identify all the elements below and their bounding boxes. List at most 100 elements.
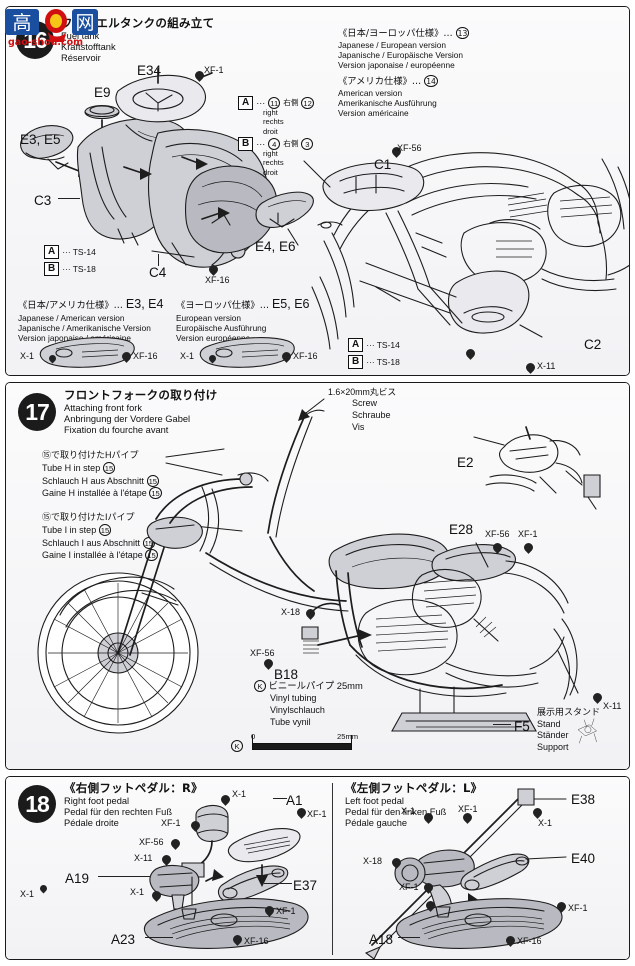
part-label-a19: A19 [65,871,90,886]
vnote-jp-eu-de: Japanische / Europäische Version [338,49,463,60]
paint-key-b-value: TS-18 [72,264,96,274]
watermark-url: gao-shou.com [8,37,83,48]
vnote-jp-eu-fr: Version japonaise / européenne [338,60,455,71]
vnote-jp-eu-en: Japanese / European version [338,39,446,50]
paint-key-b-left: B ··· TS-18 [44,262,96,276]
key-a-fr: droit [263,126,278,136]
vnote-jp-eu-dots: … [443,28,453,39]
step-16-header: フューエルタンクの組み立て Fuel tank Kraftstofftank R… [61,16,214,63]
step-17-header: フロントフォークの取り付け Attaching front fork Anbri… [64,388,218,435]
paint-label-x11-s17: X-11 [603,701,622,711]
vinyl-note-en: Vinyl tubing [270,692,317,703]
stand-note: 展示用スタンド Stand Ständer Support [537,707,600,754]
tube-note-h-de-circ: 15 [146,474,160,487]
paint-label-x11-a: X-11 [537,361,556,371]
paint-label-xf56-s17: XF-56 [485,529,510,539]
tube-note-h-de: Schlauch H aus Abschnitt [42,475,145,486]
paint-label-xf1-l2: XF-1 [161,818,181,828]
key-b-n1: 4 [268,138,281,150]
paint-label-x11-l: X-11 [134,853,153,863]
part-label-e38: E38 [571,792,596,807]
paint-key-a-value: TS-14 [72,247,96,257]
key-b-right: B ··· 4 右側 3 [238,137,314,151]
paint-key-a2-value: TS-14 [376,340,400,350]
vnote-eu-jp: 《ヨーロッパ仕様》 [176,300,260,311]
paint-key-b2-value: TS-18 [376,357,400,367]
leader-a19 [98,876,150,877]
screw-note-de: Schraube [352,410,391,421]
vinyl-key: K [254,680,266,692]
paint-label-xf1-l3: XF-1 [276,906,296,916]
key-a-de: rechts [263,117,284,127]
tube-note-i-de: Schlauch I aus Abschnitt [42,537,141,548]
step-17-title-de: Anbringung der Vordere Gabel [64,413,191,424]
paint-label-xf1-r1: XF-1 [458,804,478,814]
watermark-char-left: 高 [12,12,31,34]
tube-note-i-en: Tube I in step [42,524,97,535]
vnote-eu-dots: … [259,300,269,311]
paint-label-xf1-l1: XF-1 [307,809,327,819]
paint-key-a-left: A ··· TS-14 [44,245,96,259]
key-a-n1: 11 [268,97,281,109]
version-note-jp-us: 《日本/アメリカ仕様》… E3, E4 Japanese / American … [18,297,163,344]
vnote-jpus-en: Japanese / American version [18,312,125,323]
part-label-c2: C2 [584,337,602,352]
vinyl-note-jp: ビニールパイプ 25mm [268,680,363,691]
scale-end-label: 25mm [337,732,359,741]
step-18-panel: 18 《右側フットペダル：R》 Right foot pedal Pedal f… [5,776,630,960]
leader-c3 [58,198,80,199]
tube-note-h-fr: Gaine H installée à l'étape [42,488,147,499]
paint-label-x1-a: X-1 [20,351,35,361]
step-17-badge: 17 [18,393,56,431]
vnote-jpus-de: Japanische / Amerikanische Version [18,322,151,333]
vnote-eu-parts: E5, E6 [271,297,310,311]
right-pedal-title-fr: Pédale droite [64,817,119,828]
version-note-eu: 《ヨーロッパ仕様》… E5, E6 European version Europ… [176,297,309,344]
step-17-title-fr: Fixation du fourche avant [64,424,169,435]
vnote-us-fr: Version américaine [338,108,409,119]
paint-label-xf16-c: XF-16 [293,351,318,361]
vnote-jpus-parts: E3, E4 [125,297,164,311]
step-17-number: 17 [25,398,50,425]
step-16-panel: 16 フューエルタンクの組み立て Fuel tank Kraftstofftan… [5,6,630,376]
step-16-title-fr: Réservoir [61,52,101,63]
leader-a18 [398,937,420,938]
paint-label-xf56-l: XF-56 [139,837,164,847]
vnote-eu-en: European version [176,312,242,323]
step-17-title-jp: フロントフォークの取り付け [64,388,218,402]
paint-label-xf16-l: XF-16 [244,936,269,946]
step-18-artwork [143,788,567,959]
left-pedal-title-fr: Pédale gauche [345,817,408,828]
key-a-letter: A [238,96,254,110]
leader-c4 [158,254,159,266]
left-pedal-title-en: Left foot pedal [345,795,404,806]
part-label-e4-e6: E4, E6 [255,239,296,254]
version-note-jp-eu: 《日本/ヨーロッパ仕様》… 13 Japanese / European ver… [338,27,470,71]
vnote-us-jp: 《アメリカ仕様》 [338,76,412,87]
leader-f5 [493,724,511,725]
paint-key-a-letter: A [44,245,60,259]
tube-note-h-fr-circ: 15 [149,487,162,500]
paint-label-x1-l2: X-1 [20,889,35,899]
tube-note-h: ⑮で取り付けたHパイプ Tube H in step 15 Schlauch H… [42,449,162,500]
vnote-us-de: Amerikanische Ausführung [338,97,437,108]
vnote-jp-eu-jp: 《日本/ヨーロッパ仕様》 [338,28,444,39]
stand-note-de: Ständer [537,730,569,741]
left-pedal-title-de: Pedal für den linken Fuß [345,806,447,817]
step-18-badge: 18 [18,785,56,823]
key-b-de: rechts [263,158,284,168]
key-a-jp: 右側 [283,97,299,107]
tube-note-i-jp: ⑮で取り付けたIパイプ [42,512,135,522]
paint-label-x1-r1: X-1 [401,806,416,816]
key-a-right: A ··· 11 右側 12 [238,96,314,110]
watermark-logo: 高 网 gao-shou.com [5,9,98,48]
paint-label-x1-l1: X-1 [232,789,247,799]
paint-key-b-right: B ··· TS-18 [348,355,400,369]
vnote-us-en: American version [338,87,403,98]
step-16-title-de: Kraftstofftank [61,41,116,52]
part-label-e28: E28 [449,522,474,537]
paint-label-x1-r2: X-1 [538,818,553,828]
scale-key-letter: K [231,740,243,752]
version-note-us: 《アメリカ仕様》… 14 American version Amerikanis… [338,75,438,119]
